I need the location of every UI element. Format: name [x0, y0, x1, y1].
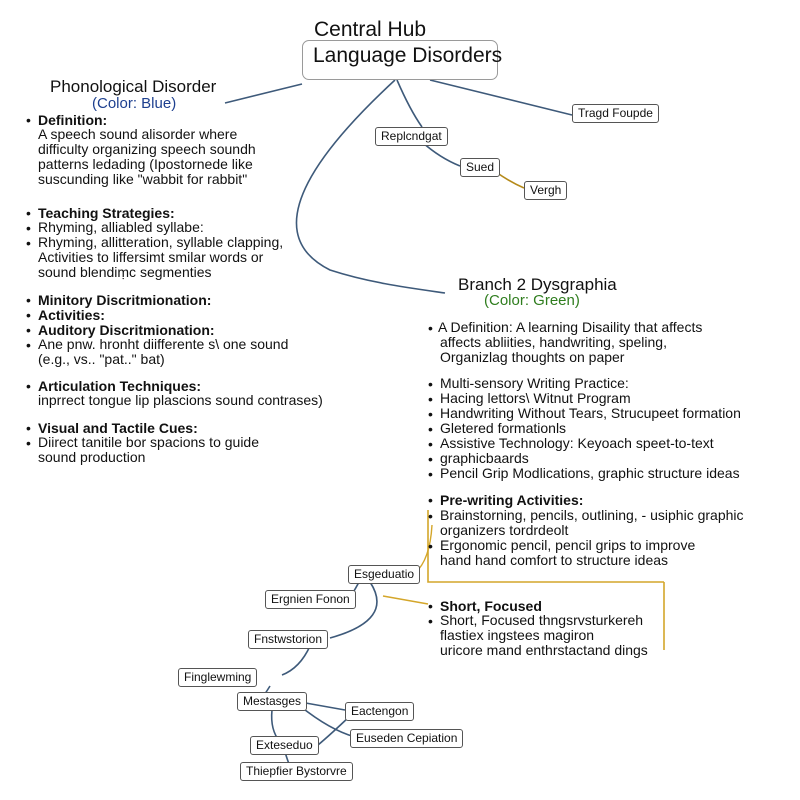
- section-heading-auditory: Auditory Discritmionation:: [38, 322, 215, 338]
- section-heading-visual: Visual and Tactile Cues:: [38, 420, 198, 436]
- bullet-icon: •: [428, 320, 433, 336]
- bullet-icon: •: [428, 466, 433, 482]
- connector-hub-branch2: [295, 79, 446, 294]
- bullet-icon: •: [428, 451, 433, 467]
- branch2-title: Branch 2 Dysgraphia: [458, 275, 617, 294]
- bullet-icon: •: [428, 376, 433, 392]
- connector-hub-tragd: [429, 79, 573, 116]
- teaching-line-4: sound blendiṃc segmenties: [38, 264, 212, 280]
- bullet-icon: •: [26, 322, 31, 338]
- bullet-icon: •: [428, 508, 433, 524]
- node-fnstwstorion[interactable]: Fnstwstorion: [248, 630, 329, 649]
- writing-line-1: Multi-sensory Writing Practice:: [440, 375, 629, 391]
- definition-line-2: difficulty organizing speech soundh: [38, 141, 256, 157]
- node-tragd[interactable]: Tragd Foupde: [572, 104, 659, 123]
- connector-esg-fnstw: [329, 581, 378, 639]
- bullet-icon: •: [26, 307, 31, 323]
- bullet-icon: •: [26, 235, 31, 251]
- node-euseden-cepiation[interactable]: Euseden Cepiation: [350, 729, 464, 748]
- branch2-definition-line-1: A Definition: A learning Disaility that …: [438, 319, 703, 335]
- node-eactengon[interactable]: Eactengon: [345, 702, 415, 721]
- bullet-icon: •: [428, 436, 433, 452]
- hub-subtitle: Language Disorders: [313, 44, 503, 67]
- bullet-icon: •: [26, 337, 31, 353]
- writing-line-3: Handwriting Without Tears, Strucupeet fo…: [440, 405, 741, 421]
- bullet-icon: •: [26, 112, 31, 128]
- node-exteseduo[interactable]: Exteseduo: [250, 736, 319, 755]
- bullet-icon: •: [428, 598, 433, 614]
- prewriting-line-4: hand hand comfort to structure ideas: [440, 552, 669, 568]
- bullet-icon: •: [26, 292, 31, 308]
- prewriting-line-3: Ergonomic pencil, pencil grips to improv…: [440, 537, 696, 553]
- node-thiepfier-bystorvre[interactable]: Thiepfier Bystorvre: [240, 762, 353, 781]
- bullet-icon: •: [26, 378, 31, 394]
- node-esgeduatio[interactable]: Esgeduatio: [348, 565, 421, 584]
- bullet-icon: •: [428, 406, 433, 422]
- writing-line-4: Gletered formationls: [440, 420, 567, 436]
- hub-title: Central Hub: [314, 18, 427, 41]
- auditory-line-1: Ane pnw. hronht diifferente s\ one sound: [38, 336, 289, 352]
- node-replcndgat[interactable]: Replcndgat: [375, 127, 448, 146]
- node-vergh[interactable]: Vergh: [524, 181, 568, 200]
- short-line-3: uricore mand enthrstactand dings: [440, 642, 648, 658]
- writing-line-6: graphicbaards: [440, 450, 529, 466]
- writing-line-7: Pencil Grip Modlications, graphic struct…: [440, 465, 740, 481]
- bullet-icon: •: [428, 538, 433, 554]
- prewriting-heading: Pre-writing Activities:: [440, 492, 584, 508]
- definition-line-4: suscunding like "wabbit for rabbit": [38, 171, 248, 187]
- bullet-icon: •: [428, 421, 433, 437]
- short-line-2: flastiex ingstees magiron: [440, 627, 595, 643]
- short-line-1: Short, Focused thngsrvsturkereh: [440, 612, 644, 628]
- connector-hub-replcndgat: [396, 79, 423, 128]
- branch2-definition-line-2: affects abliities, handwriting, speling,: [440, 334, 667, 350]
- connector-fnstw-fingle: [281, 645, 311, 676]
- short-heading: Short, Focused: [440, 598, 542, 614]
- branch1-title: Phonological Disorder: [50, 77, 217, 96]
- central-hub-box[interactable]: [302, 40, 498, 80]
- branch2-color-label: (Color: Green): [484, 292, 580, 309]
- writing-line-5: Assistive Technology: Keyoach speet-to-t…: [440, 435, 714, 451]
- connector-sued-vergh: [495, 171, 525, 189]
- bullet-icon: •: [428, 613, 433, 629]
- prewriting-line-1: Brainstorning, pencils, outlining, - usi…: [440, 507, 744, 523]
- node-finglewming[interactable]: Finglewming: [178, 668, 258, 687]
- section-heading-activities: Activities:: [38, 307, 105, 323]
- node-sued[interactable]: Sued: [460, 158, 501, 177]
- definition-line-1: A speech sound alisorder where: [38, 126, 238, 142]
- bullet-icon: •: [26, 220, 31, 236]
- writing-line-2: Hacing lettors\ Witnut Program: [440, 390, 631, 406]
- section-heading-teaching: Teaching Strategies:: [38, 205, 175, 221]
- teaching-line-2: Rhyming, allitteration, syllable clappin…: [38, 234, 284, 250]
- definition-line-3: patterns ledading (Ipostornede like: [38, 156, 253, 172]
- section-heading-articulation: Articulation Techniques:: [38, 378, 202, 394]
- visual-line-2: sound production: [38, 449, 146, 465]
- node-mestasges[interactable]: Mestasges: [237, 692, 308, 711]
- connector-gold-bracket: [427, 510, 664, 583]
- connector-gold-short: [382, 595, 429, 605]
- bullet-icon: •: [26, 420, 31, 436]
- connector-hub-branch1: [224, 83, 303, 104]
- prewriting-line-2: organizers tordrdeolt: [440, 522, 569, 538]
- connector-mest-eacten: [299, 701, 346, 711]
- teaching-line-3: Activities to liffersimt smilar words or: [38, 249, 264, 265]
- branch2-definition-line-3: Organizlag thoughts on paper: [440, 349, 625, 365]
- section-heading-definition: Definition:: [38, 112, 108, 128]
- bullet-icon: •: [428, 391, 433, 407]
- bullet-icon: •: [428, 492, 433, 508]
- bullet-icon: •: [26, 435, 31, 451]
- auditory-line-2: (e.g., vs.. "pat.." bat): [38, 351, 165, 367]
- visual-line-1: Diirect tanitile bor spacions to guide: [38, 434, 260, 450]
- bullet-icon: •: [26, 205, 31, 221]
- teaching-line-1: Rhyming, alliabled syllabe:: [38, 219, 204, 235]
- articulation-line-1: inprrect tongue lip plascions sound cont…: [38, 392, 323, 408]
- branch1-color-label: (Color: Blue): [92, 95, 177, 112]
- node-ergnien-fonon[interactable]: Ergnien Fonon: [265, 590, 356, 609]
- section-heading-minitory: Minitory Discritmionation:: [38, 292, 212, 308]
